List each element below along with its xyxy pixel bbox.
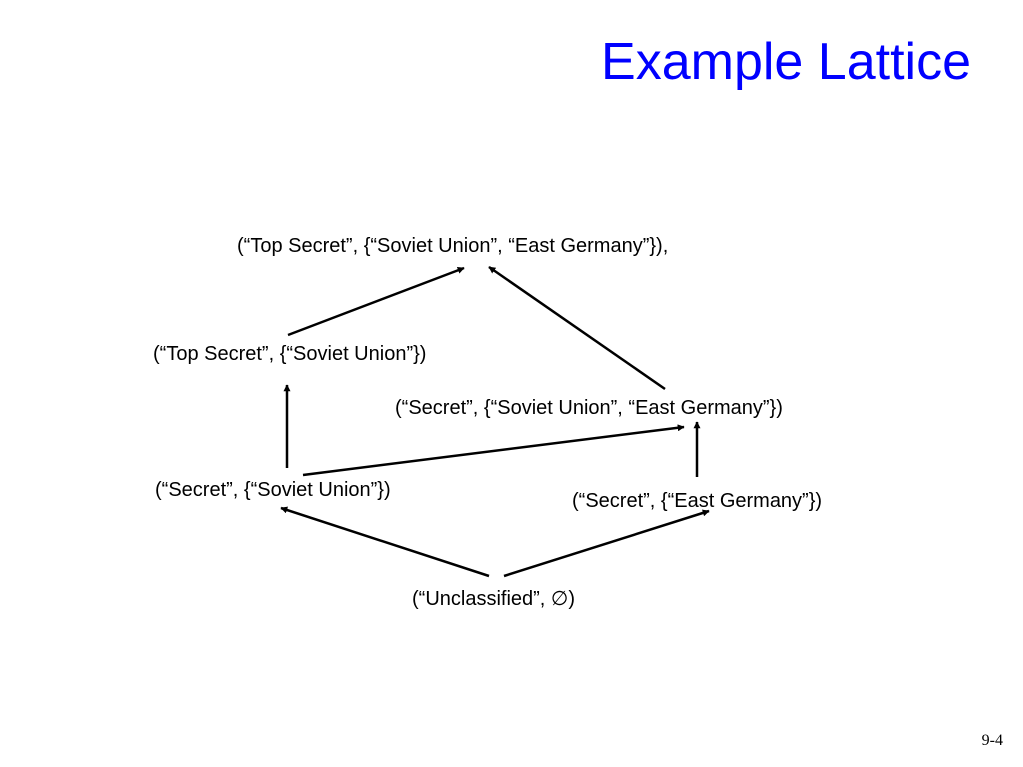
lattice-node-secret-eg: (“Secret”, {“East Germany”}) [572, 490, 823, 512]
lattice-node-unclassified: (“Unclassified”, ∅) [412, 588, 575, 610]
lattice-node-secret-su-eg: (“Secret”, {“Soviet Union”, “East German… [395, 397, 783, 419]
lattice-edge-uncl-to-s-su [280, 506, 490, 578]
lattice-edge-ts-su-to-top [287, 266, 465, 337]
slide-number: 9-4 [981, 732, 1003, 749]
lattice-node-top-secret-su: (“Top Secret”, {“Soviet Union”}) [153, 343, 427, 365]
lattice-node-top-secret-su-eg: (“Top Secret”, {“Soviet Union”, “East Ge… [237, 235, 669, 257]
slide-title: Example Lattice [601, 33, 971, 91]
lattice-node-secret-su: (“Secret”, {“Soviet Union”}) [155, 479, 391, 501]
lattice-edge-s-su-eg-to-top [488, 265, 666, 391]
lattice-edge-uncl-to-s-eg [503, 509, 710, 578]
lattice-edge-s-su-to-s-su-eg [302, 424, 685, 477]
